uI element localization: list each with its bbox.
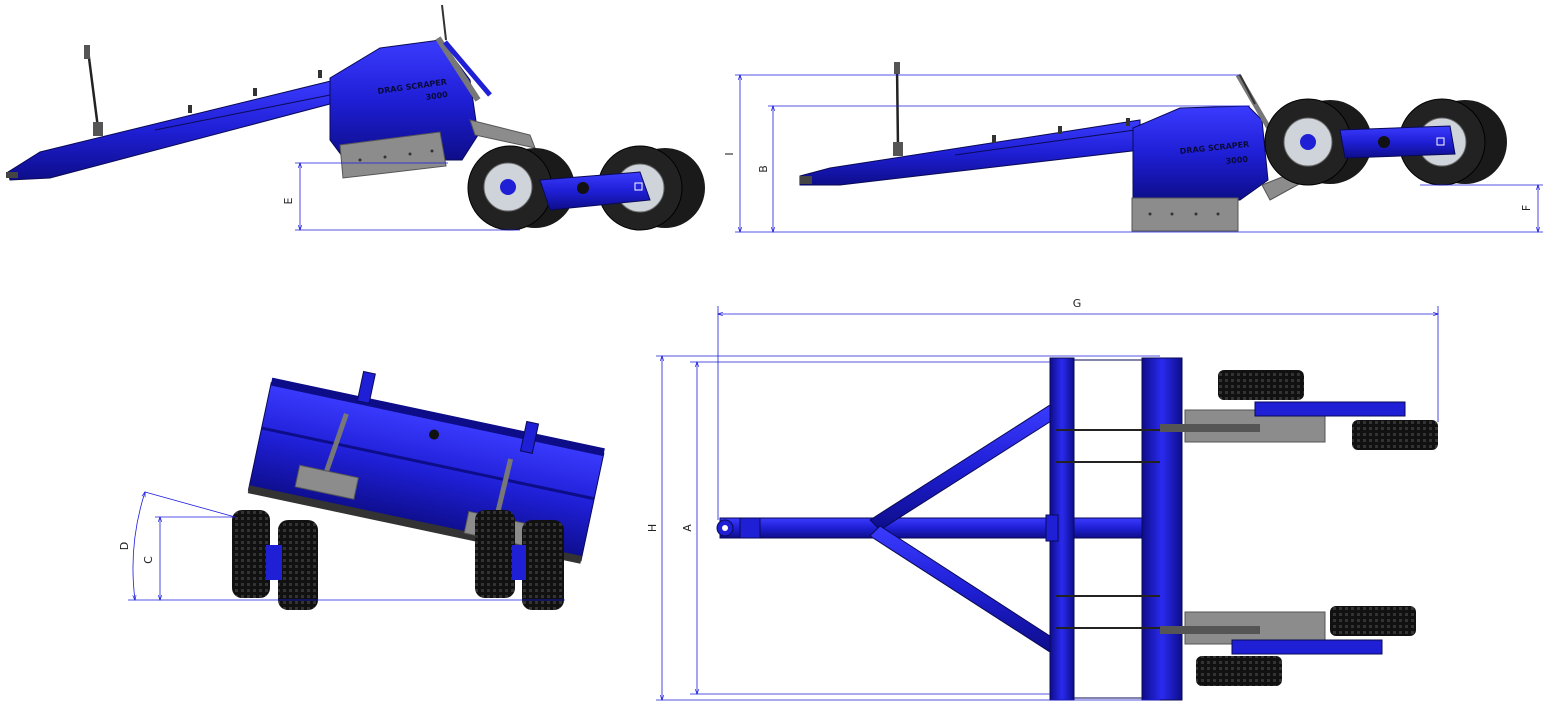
dimension-label-B: B	[757, 165, 770, 173]
dimension-B	[768, 106, 1250, 232]
cutting-blade	[1131, 197, 1239, 232]
dimension-E	[295, 163, 520, 230]
wheel-pair-front	[1264, 98, 1372, 186]
a-frame-arm-lower	[869, 525, 1057, 653]
wheel-assembly-lower	[1160, 606, 1416, 686]
dimension-label-E: E	[282, 197, 295, 204]
dimension-A	[690, 362, 1050, 694]
dimension-label-G: G	[1073, 297, 1082, 310]
wheel-assembly-upper	[1160, 370, 1438, 450]
bucket-frame-rear	[1141, 357, 1183, 701]
dimension-label-A: A	[681, 524, 694, 532]
dimension-label-F: F	[1520, 205, 1533, 211]
dimension-D	[133, 492, 236, 600]
tires-front-right	[475, 510, 564, 610]
side-view-right: DRAG SCRAPER 3000	[723, 62, 1543, 232]
dimension-label-C: C	[142, 556, 155, 564]
drawbar-top	[719, 517, 1161, 539]
dimension-label-H: H	[646, 524, 659, 532]
walking-beam	[1339, 125, 1456, 159]
dimension-C	[155, 517, 235, 600]
dimension-G	[718, 306, 1438, 520]
drawbar	[7, 79, 346, 181]
dimension-I	[735, 75, 1240, 232]
dimension-F	[1420, 185, 1543, 232]
hitch-eye	[6, 172, 18, 178]
hydraulic-hose-mast	[86, 49, 100, 129]
cutting-blade	[339, 131, 447, 179]
dimension-H	[656, 356, 1160, 700]
dimension-label-I: I	[723, 152, 736, 155]
walking-beam	[539, 171, 651, 211]
dimension-label-D: D	[118, 542, 131, 550]
branding-line2: 3000	[1225, 155, 1249, 166]
tires-front-left	[232, 510, 318, 610]
branding-line2: 3000	[425, 90, 449, 102]
top-view-plan: G H A	[646, 297, 1438, 700]
front-view-tilted: D C	[118, 370, 605, 610]
a-frame-arm-upper	[869, 404, 1057, 531]
side-view-left: DRAG SCRAPER 3000	[6, 4, 705, 230]
